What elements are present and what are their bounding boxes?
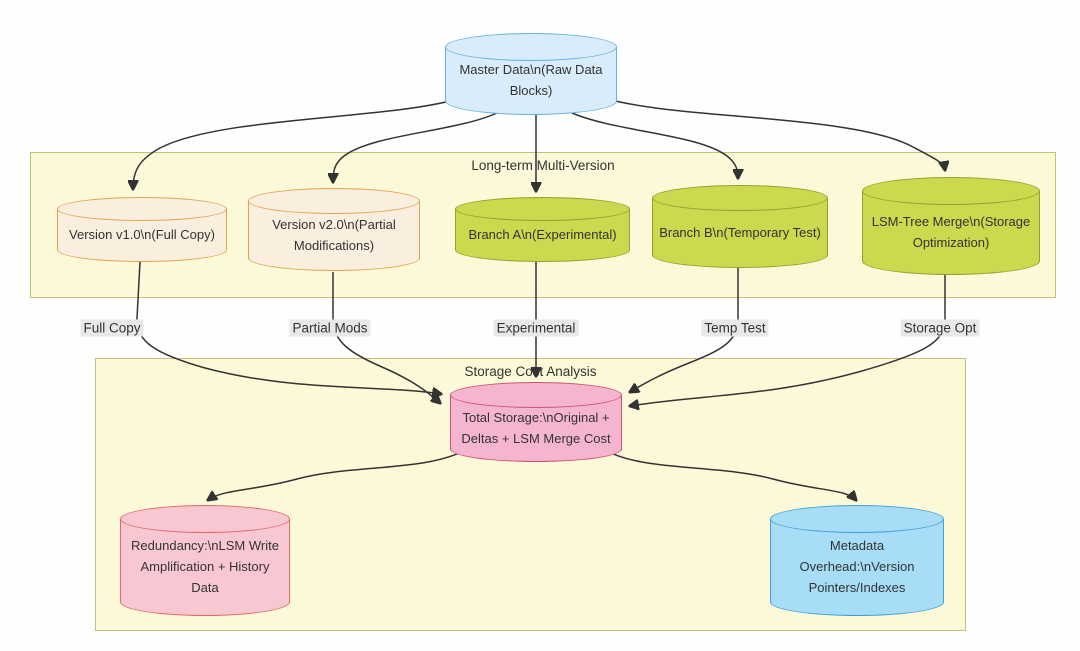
node-branch-b: Branch B\n(Temporary Test) [652, 185, 828, 268]
node-label: Version v2.0\n(Partial Modifications) [272, 217, 396, 253]
edge-master-to-lsm [603, 97, 945, 170]
cylinder-lid [120, 505, 290, 533]
cylinder-lid [445, 33, 617, 61]
cylinder-shape [770, 519, 944, 616]
cylinder-lid [248, 188, 420, 214]
node-total-storage: Total Storage:\nOriginal + Deltas + LSM … [450, 382, 622, 462]
node-master-data: Master Data\n(Raw Data Blocks) [445, 33, 617, 115]
node-label: Branch A\n(Experimental) [468, 227, 617, 243]
edge-total-to-metadata [602, 448, 856, 500]
node-redundancy: Redundancy:\nLSM Write Amplification + H… [120, 505, 290, 616]
edge-master-to-v1 [133, 97, 462, 189]
cylinder-lid [450, 382, 622, 408]
cylinder-lid [652, 185, 828, 211]
cylinder-lid [57, 197, 227, 221]
edge-v1-to-total [136, 261, 441, 394]
node-label: Version v1.0\n(Full Copy) [69, 227, 215, 243]
cylinder-lid [455, 197, 630, 221]
edge-v2-to-total [332, 272, 440, 403]
node-label: LSM-Tree Merge\n(Storage Optimization) [871, 214, 1031, 250]
cylinder-shape [862, 191, 1040, 275]
cylinder-shape [120, 519, 290, 616]
node-label: Total Storage:\nOriginal + Deltas + LSM … [461, 409, 611, 446]
edge-master-to-v2 [333, 112, 498, 182]
cylinder-lid [862, 177, 1040, 205]
edge-label-partial-mods: Partial Mods [289, 319, 371, 337]
subgraph-title-longterm: Long-term Multi-Version [471, 158, 615, 173]
node-label: Metadata Overhead:\nVersion Pointers/Ind… [799, 538, 915, 595]
node-branch-a: Branch A\n(Experimental) [455, 197, 630, 262]
node-metadata-overhead: Metadata Overhead:\nVersion Pointers/Ind… [770, 505, 944, 616]
node-lsm-tree-merge: LSM-Tree Merge\n(Storage Optimization) [862, 177, 1040, 275]
node-label: Master Data\n(Raw Data Blocks) [459, 62, 603, 98]
node-label: Branch B\n(Temporary Test) [659, 224, 821, 240]
edge-total-to-redundancy [208, 448, 468, 500]
edge-master-to-branch-b [571, 112, 738, 178]
node-label: Redundancy:\nLSM Write Amplification + H… [131, 538, 279, 595]
node-version-v1: Version v1.0\n(Full Copy) [57, 197, 227, 262]
cylinder-lid [770, 505, 944, 533]
edge-label-experimental: Experimental [493, 319, 579, 337]
edge-label-temp-test: Temp Test [701, 319, 769, 337]
edge-label-storage-opt: Storage Opt [900, 319, 980, 337]
node-version-v2: Version v2.0\n(Partial Modifications) [248, 188, 420, 271]
subgraph-title-storage: Storage Cost Analysis [464, 364, 597, 379]
edge-label-full-copy: Full Copy [80, 319, 144, 337]
edge-lsm-to-total [630, 275, 946, 406]
